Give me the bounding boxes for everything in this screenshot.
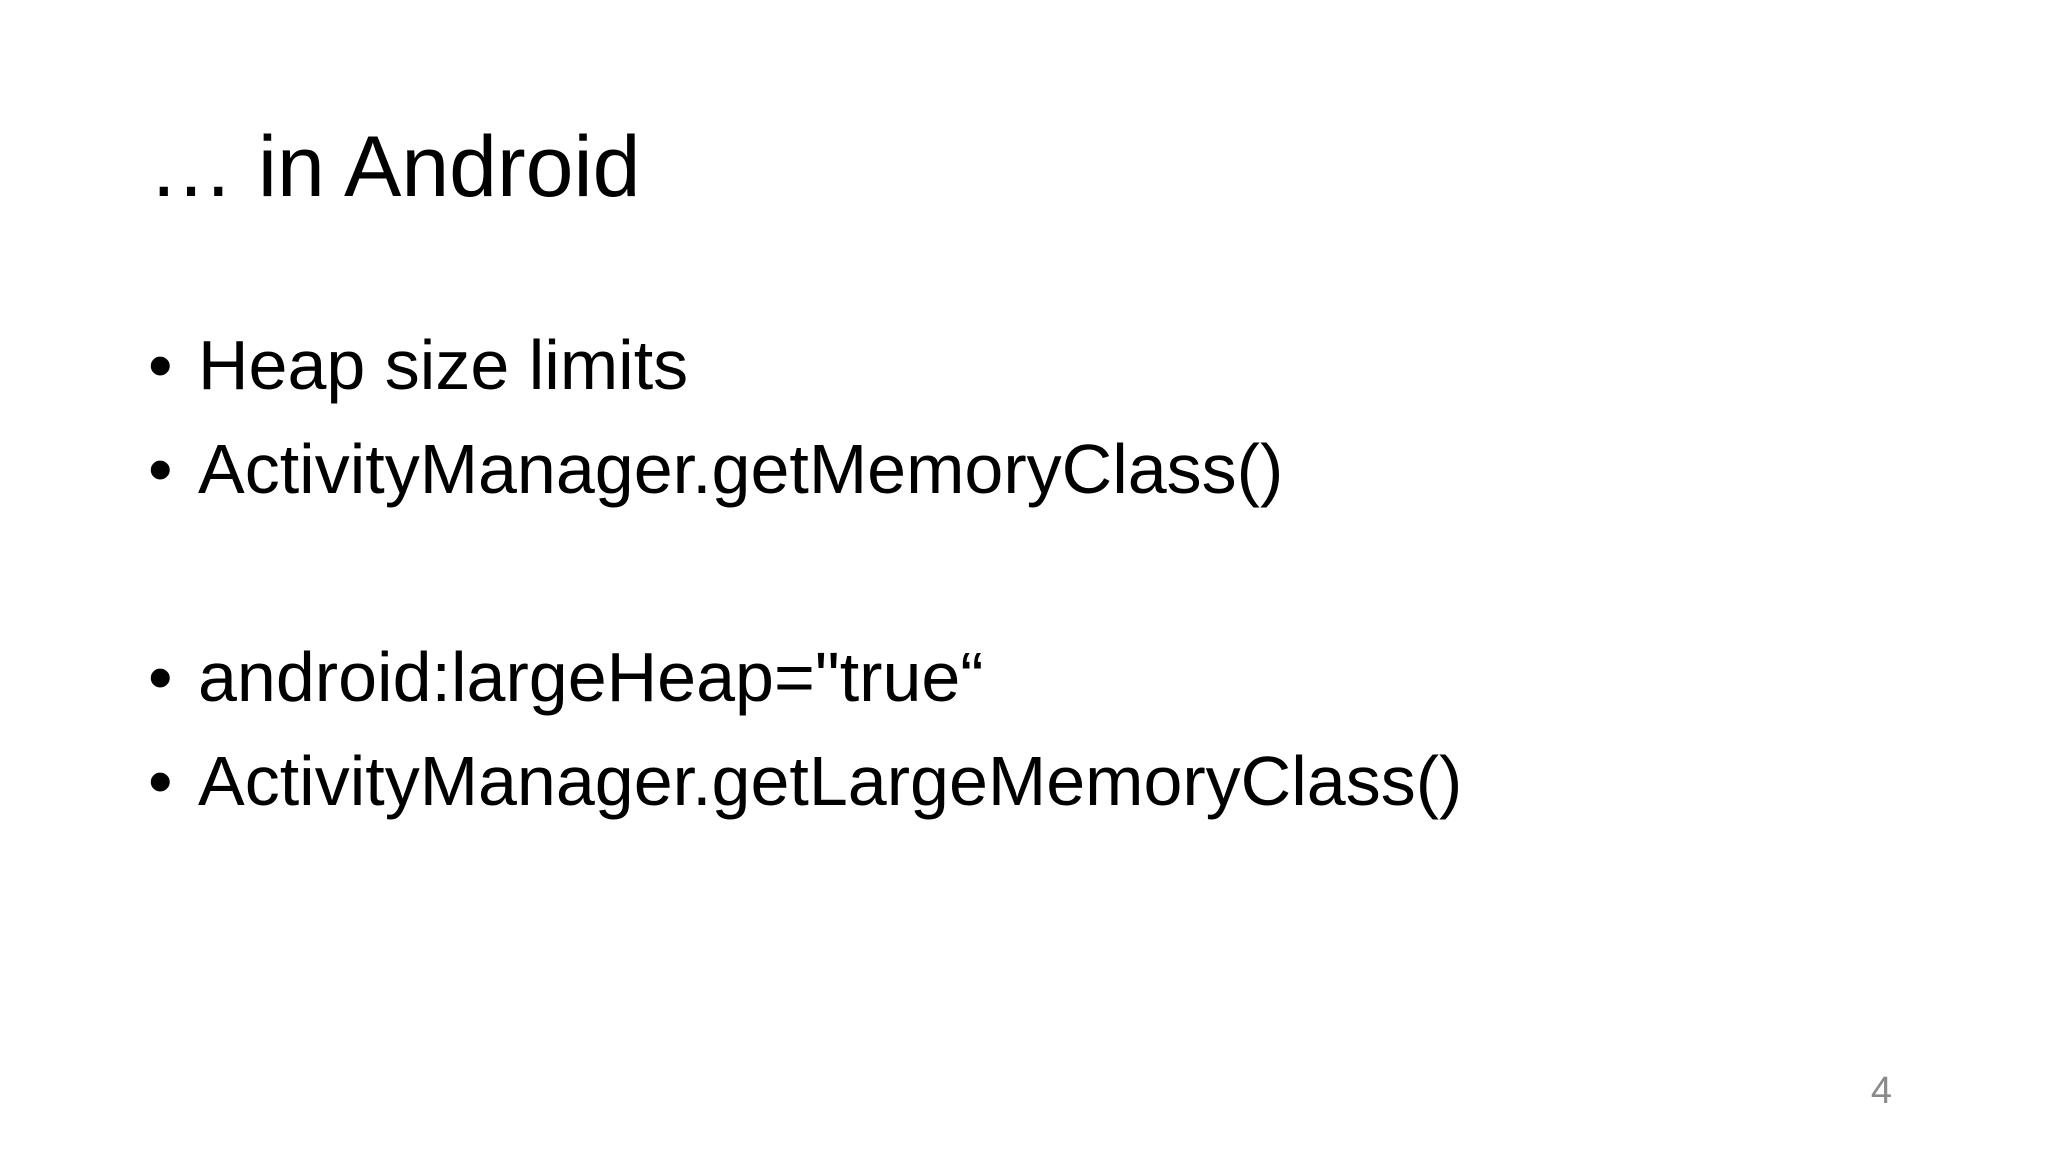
bullet-list: • Heap size limits • ActivityManager.getMem… (148, 313, 1462, 833)
bullet-item: • ActivityManager.getMemoryClass() (148, 417, 1462, 521)
bullet-icon: • (148, 326, 173, 404)
bullet-text: ActivityManager.getMemoryClass() (198, 430, 1284, 508)
bullet-text: android:largeHeap="true“ (198, 638, 984, 716)
bullet-spacer (148, 521, 1462, 625)
bullet-icon: • (148, 430, 173, 508)
bullet-text: ActivityManager.getLargeMemoryClass() (198, 742, 1463, 820)
bullet-item: • Heap size limits (148, 313, 1462, 417)
slide-title: … in Android (148, 119, 641, 215)
bullet-icon: • (148, 638, 173, 716)
bullet-item: • ActivityManager.getLargeMemoryClass() (148, 729, 1462, 833)
page-number: 4 (1870, 1070, 1892, 1112)
bullet-text: Heap size limits (198, 326, 689, 404)
bullet-icon: • (148, 742, 173, 820)
bullet-item: • android:largeHeap="true“ (148, 625, 1462, 729)
